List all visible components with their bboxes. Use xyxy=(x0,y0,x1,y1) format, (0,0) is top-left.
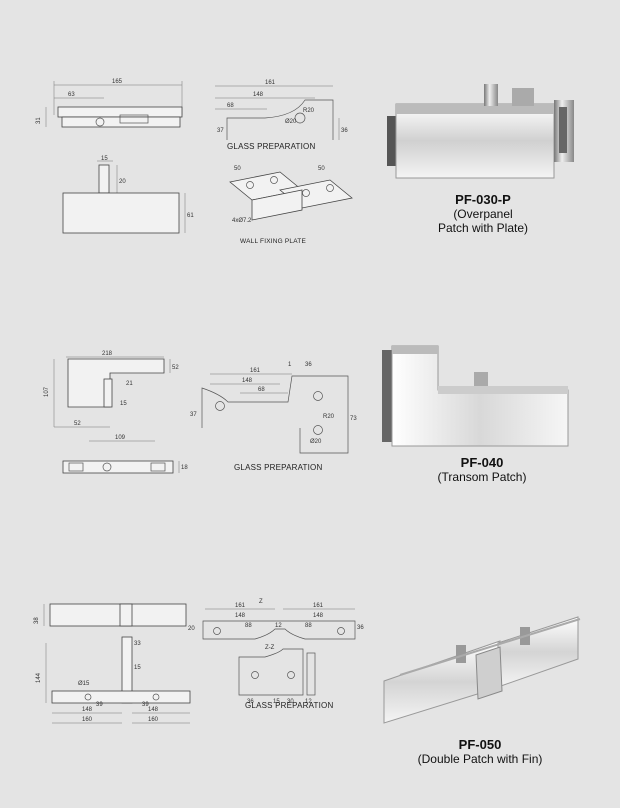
pf040-gp-dia: Ø20 xyxy=(310,439,322,445)
pf040-gp-d: 37 xyxy=(190,412,197,418)
pf040-code: PF-040 xyxy=(460,455,504,470)
pf040-front-view-drawing: 218 107 52 21 15 52 xyxy=(40,345,190,435)
pf050-dim-b2: 148 xyxy=(148,707,159,713)
pf030p-desc-line1: (Overpanel xyxy=(453,207,513,221)
pf040-gp-c: 68 xyxy=(258,387,265,393)
pf030p-front-view-drawing: 15 20 61 xyxy=(55,155,195,245)
pf030p-dim-tab-h: 20 xyxy=(119,179,126,185)
pf050-gp-f: 88 xyxy=(305,623,312,629)
pf050-gp-a: 161 xyxy=(235,603,246,609)
pf030p-plate-holes: 4xØ7.2 xyxy=(232,218,252,224)
pf040-dim-height: 107 xyxy=(44,386,50,397)
pf030p-glass-prep-label: GLASS PREPARATION xyxy=(227,142,316,151)
pf030p-gp-dia: Ø20 xyxy=(285,119,297,125)
pf050-gp-g: 12 xyxy=(275,623,282,629)
pf030p-wall-plate-drawing: 50 50 4xØ7.2 xyxy=(210,160,360,235)
pf030p-plate-label: WALL FIXING PLATE xyxy=(240,238,307,245)
pf030p-gp-r: R20 xyxy=(303,108,315,114)
pf050-code: PF-050 xyxy=(458,737,502,752)
pf040-gp-b: 148 xyxy=(242,378,253,384)
pf030p-dim-part: 63 xyxy=(68,92,75,98)
pf040-dim-notch: 21 xyxy=(126,381,133,387)
pf050-glass-prep-drawing: Z 161 161 148 148 88 88 12 36 Z-Z 36 15 … xyxy=(195,595,370,705)
pf050-top-view-drawing: 38 20 xyxy=(34,600,198,640)
pf030p-gp-b: 148 xyxy=(253,92,264,98)
pf040-dim-overall: 218 xyxy=(102,351,113,357)
pf050-gp-c: 148 xyxy=(235,613,246,619)
pf050-z1: 36 xyxy=(247,699,254,705)
pf050-dim-top-w: 20 xyxy=(188,626,195,632)
pf040-dim-leg: 52 xyxy=(74,421,81,427)
pf040-bottom-view-drawing: 109 18 xyxy=(55,435,188,480)
pf040-gp-f: 36 xyxy=(305,362,312,368)
pf050-dim-gap: 33 xyxy=(134,641,141,647)
pf040-desc-line1: (Transom Patch) xyxy=(437,470,527,484)
pf030p-code: PF-030-P xyxy=(455,192,511,207)
pf030p-dim-body-h: 61 xyxy=(187,213,194,219)
pf040-dim-bottom-h: 18 xyxy=(181,465,188,471)
pf050-dim-top-h: 38 xyxy=(34,617,40,624)
product-section-pf040: 218 107 52 21 15 52 109 18 1 36 xyxy=(0,270,620,540)
pf030p-plate-a: 50 xyxy=(234,166,241,172)
pf030p-desc-line2: Patch with Plate) xyxy=(437,221,529,235)
pf050-gp-e: 88 xyxy=(245,623,252,629)
pf050-desc-line1: (Double Patch with Fin) xyxy=(417,752,543,766)
pf050-caption: PF-050 (Double Patch with Fin) xyxy=(380,737,580,766)
pf050-dim-b3: 39 xyxy=(96,702,103,708)
pf040-dim-step: 52 xyxy=(172,365,179,371)
pf040-caption: PF-040 (Transom Patch) xyxy=(382,455,582,484)
pf040-dim-bottom: 109 xyxy=(115,435,126,441)
pf030p-caption: PF-030-P (Overpanel Patch with Plate) xyxy=(383,192,583,235)
pf030p-side-view-drawing: 165 63 31 xyxy=(36,75,190,145)
pf050-dim-b5: 160 xyxy=(82,717,93,723)
pf050-dim-b6: 160 xyxy=(148,717,159,723)
pf040-product-photo xyxy=(378,342,578,457)
product-section-pf050: 38 20 144 33 15 Ø15 148 148 39 39 160 16… xyxy=(0,540,620,808)
pf050-glass-prep-label: GLASS PREPARATION xyxy=(245,701,334,710)
pf030p-glass-prep-drawing: 161 148 68 Ø20 R20 37 36 xyxy=(205,78,355,148)
pf040-glass-prep-label: GLASS PREPARATION xyxy=(234,463,323,472)
pf040-gp-g: 73 xyxy=(350,416,357,422)
pf050-z4: 12 xyxy=(305,699,312,705)
pf050-z2: 15 xyxy=(273,699,280,705)
pf050-z3: 30 xyxy=(287,699,294,705)
product-section-pf030p: 165 63 31 15 20 61 161 148 xyxy=(0,0,620,270)
pf050-dim-hole: Ø15 xyxy=(78,681,90,687)
pf050-front-view-drawing: 144 33 15 Ø15 148 148 39 39 160 160 xyxy=(36,635,198,735)
pf050-dim-b4: 39 xyxy=(142,702,149,708)
pf040-gp-a: 161 xyxy=(250,368,261,374)
pf030p-product-photo xyxy=(384,82,584,197)
pf030p-plate-b: 50 xyxy=(318,166,325,172)
pf050-dim-side-h: 144 xyxy=(36,672,42,683)
pf040-gp-r: R20 xyxy=(323,414,335,420)
pf030p-dim-overall: 165 xyxy=(112,79,123,85)
pf030p-gp-h: 36 xyxy=(341,128,348,134)
pf040-gp-e: 1 xyxy=(288,362,292,368)
pf030p-gp-d: 37 xyxy=(217,128,224,134)
pf030p-dim-tab: 15 xyxy=(101,156,108,162)
pf050-dim-inner: 15 xyxy=(134,665,141,671)
pf040-dim-tab: 15 xyxy=(120,401,127,407)
pf040-glass-prep-drawing: 1 36 161 148 68 37 R20 Ø20 73 xyxy=(180,358,360,458)
pf050-section-label: Z-Z xyxy=(265,645,275,651)
pf050-gp-d: 148 xyxy=(313,613,324,619)
pf050-section-mark: Z xyxy=(259,599,263,605)
pf050-dim-b1: 148 xyxy=(82,707,93,713)
pf050-product-photo xyxy=(380,615,585,730)
pf050-gp-b: 161 xyxy=(313,603,324,609)
pf030p-dim-height: 31 xyxy=(36,117,42,124)
pf050-gp-h: 36 xyxy=(357,625,364,631)
pf030p-gp-a: 161 xyxy=(265,80,276,86)
pf030p-gp-c: 68 xyxy=(227,103,234,109)
